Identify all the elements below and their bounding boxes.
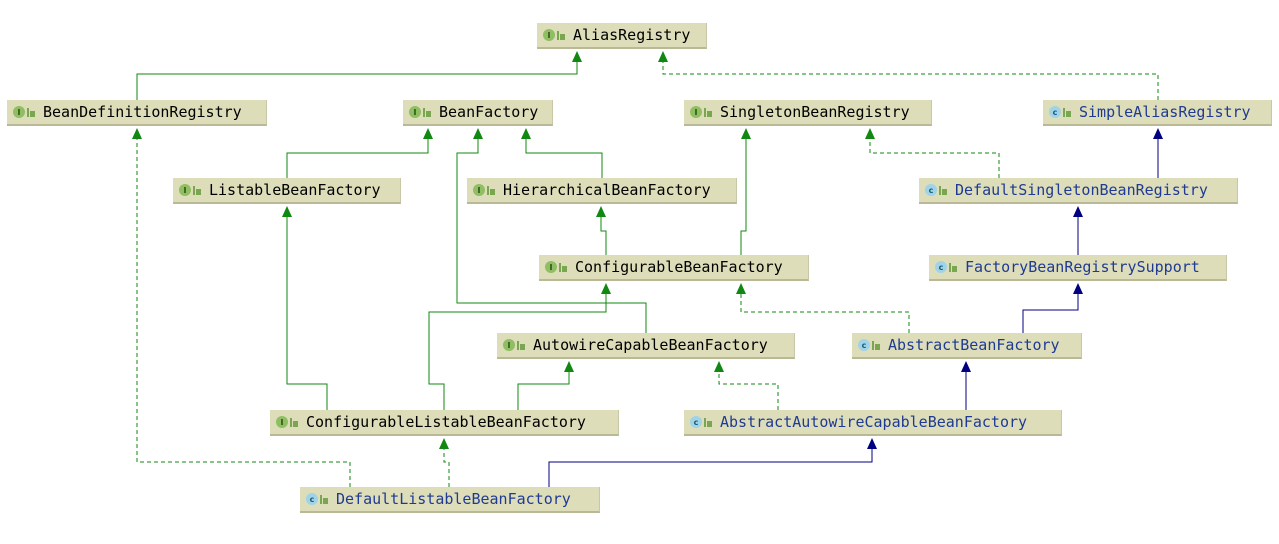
class-node-label: SimpleAliasRegistry bbox=[1079, 103, 1251, 121]
class-node-label: DefaultListableBeanFactory bbox=[336, 490, 571, 508]
arrowhead-icon bbox=[1153, 128, 1163, 139]
interface-icon: I bbox=[473, 184, 485, 196]
edge-extends bbox=[286, 138, 429, 178]
public-visibility-icon bbox=[27, 107, 35, 117]
edge-class-extends bbox=[1022, 293, 1079, 333]
class-node-label: ConfigurableBeanFactory bbox=[575, 258, 783, 276]
class-node-factory-bean-registry-support[interactable]: c FactoryBeanRegistrySupport bbox=[929, 255, 1227, 281]
class-node-abstract-bean-factory[interactable]: c AbstractBeanFactory bbox=[852, 333, 1082, 359]
class-node-label: AliasRegistry bbox=[573, 26, 691, 44]
arrowhead-icon bbox=[1073, 206, 1083, 217]
arrowhead-icon bbox=[741, 128, 751, 139]
arrowhead-icon bbox=[736, 283, 746, 294]
arrowhead-icon bbox=[961, 361, 971, 372]
arrowhead-icon bbox=[865, 128, 875, 139]
public-visibility-icon bbox=[1063, 107, 1071, 117]
public-visibility-icon bbox=[949, 262, 957, 272]
class-node-bean-definition-registry[interactable]: I BeanDefinitionRegistry bbox=[7, 100, 267, 126]
arrowhead-icon bbox=[439, 438, 449, 449]
edge-extends bbox=[600, 216, 607, 255]
edge-implements bbox=[869, 138, 1000, 178]
class-icon: c bbox=[306, 493, 318, 505]
class-node-abstract-autowire-capable-bean-factory[interactable]: c AbstractAutowireCapableBeanFactory bbox=[684, 410, 1062, 436]
class-icon: c bbox=[858, 339, 870, 351]
arrowhead-icon bbox=[282, 206, 292, 217]
arrowhead-icon bbox=[601, 283, 611, 294]
edge-implements bbox=[740, 293, 910, 333]
edge-extends bbox=[517, 371, 570, 410]
public-visibility-icon bbox=[939, 185, 947, 195]
class-node-label: HierarchicalBeanFactory bbox=[503, 181, 711, 199]
arrowhead-icon bbox=[473, 128, 483, 139]
interface-icon: I bbox=[409, 106, 421, 118]
class-node-label: ConfigurableListableBeanFactory bbox=[306, 413, 586, 431]
class-node-hierarchical-bean-factory[interactable]: I HierarchicalBeanFactory bbox=[467, 178, 737, 204]
class-node-label: AutowireCapableBeanFactory bbox=[533, 336, 768, 354]
public-visibility-icon bbox=[320, 494, 328, 504]
interface-icon: I bbox=[13, 106, 25, 118]
edge-extends bbox=[456, 138, 647, 333]
class-node-label: SingletonBeanRegistry bbox=[720, 103, 910, 121]
class-node-label: AbstractBeanFactory bbox=[888, 336, 1060, 354]
interface-icon: I bbox=[276, 416, 288, 428]
arrowhead-icon bbox=[521, 128, 531, 139]
edge-implements bbox=[443, 448, 450, 487]
class-node-label: DefaultSingletonBeanRegistry bbox=[955, 181, 1208, 199]
arrowhead-icon bbox=[714, 361, 724, 372]
interface-icon: I bbox=[545, 261, 557, 273]
edge-extends bbox=[136, 61, 578, 100]
interface-icon: I bbox=[690, 106, 702, 118]
edge-extends bbox=[525, 138, 603, 178]
public-visibility-icon bbox=[423, 107, 431, 117]
class-icon: c bbox=[690, 416, 702, 428]
arrowhead-icon bbox=[132, 128, 142, 139]
edge-extends bbox=[286, 216, 328, 410]
public-visibility-icon bbox=[193, 185, 201, 195]
class-node-label: BeanFactory bbox=[439, 103, 539, 121]
public-visibility-icon bbox=[290, 417, 298, 427]
public-visibility-icon bbox=[872, 340, 880, 350]
arrowhead-icon bbox=[596, 206, 606, 217]
class-icon: c bbox=[935, 261, 947, 273]
public-visibility-icon bbox=[704, 107, 712, 117]
class-icon: c bbox=[925, 184, 937, 196]
class-node-simple-alias-registry[interactable]: c SimpleAliasRegistry bbox=[1043, 100, 1272, 126]
class-node-label: BeanDefinitionRegistry bbox=[43, 103, 242, 121]
class-node-default-singleton-bean-registry[interactable]: c DefaultSingletonBeanRegistry bbox=[919, 178, 1238, 204]
edge-implements bbox=[718, 371, 779, 410]
edge-implements bbox=[136, 138, 351, 487]
class-node-configurable-bean-factory[interactable]: I ConfigurableBeanFactory bbox=[539, 255, 809, 281]
edge-extends bbox=[428, 293, 607, 410]
arrowhead-icon bbox=[658, 51, 668, 62]
class-node-listable-bean-factory[interactable]: I ListableBeanFactory bbox=[173, 178, 401, 204]
arrowhead-icon bbox=[564, 361, 574, 372]
class-node-singleton-bean-registry[interactable]: I SingletonBeanRegistry bbox=[684, 100, 932, 126]
arrowhead-icon bbox=[1073, 283, 1083, 294]
edge-class-extends bbox=[548, 448, 873, 487]
arrowhead-icon bbox=[867, 438, 877, 449]
public-visibility-icon bbox=[487, 185, 495, 195]
edge-implements bbox=[662, 61, 1159, 100]
class-node-label: AbstractAutowireCapableBeanFactory bbox=[720, 413, 1028, 431]
edge-extends bbox=[740, 138, 747, 255]
class-node-alias-registry[interactable]: I AliasRegistry bbox=[537, 23, 707, 49]
public-visibility-icon bbox=[704, 417, 712, 427]
public-visibility-icon bbox=[517, 340, 525, 350]
class-node-label: FactoryBeanRegistrySupport bbox=[965, 258, 1200, 276]
arrowhead-icon bbox=[423, 128, 433, 139]
class-node-autowire-capable-bean-factory[interactable]: I AutowireCapableBeanFactory bbox=[497, 333, 795, 359]
interface-icon: I bbox=[179, 184, 191, 196]
interface-icon: I bbox=[543, 29, 555, 41]
interface-icon: I bbox=[503, 339, 515, 351]
class-node-bean-factory[interactable]: I BeanFactory bbox=[403, 100, 553, 126]
class-node-label: ListableBeanFactory bbox=[209, 181, 381, 199]
class-icon: c bbox=[1049, 106, 1061, 118]
arrowhead-icon bbox=[572, 51, 582, 62]
class-node-configurable-listable-bean-factory[interactable]: I ConfigurableListableBeanFactory bbox=[270, 410, 619, 436]
public-visibility-icon bbox=[557, 30, 565, 40]
public-visibility-icon bbox=[559, 262, 567, 272]
class-node-default-listable-bean-factory[interactable]: c DefaultListableBeanFactory bbox=[300, 487, 600, 513]
